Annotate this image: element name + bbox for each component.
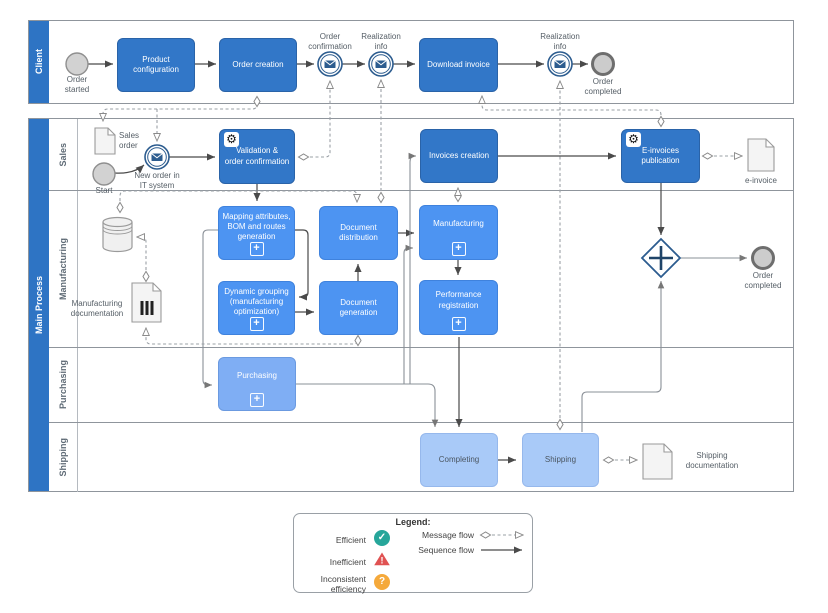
label-new-order: New order in IT system xyxy=(134,171,180,190)
lane-manufacturing-label: Manufacturing xyxy=(58,238,68,300)
subprocess-plus-icon: + xyxy=(249,242,264,256)
legend-title: Legend: xyxy=(395,517,431,527)
label-start: Start xyxy=(95,186,113,195)
legend: Legend: Efficient ✓ Inefficient ! Incons… xyxy=(293,513,533,595)
gear-icon: ⚙ xyxy=(224,132,239,147)
task-product-configuration[interactable]: Product configuration xyxy=(117,38,195,92)
task-completing[interactable]: Completing xyxy=(420,433,498,487)
label-order-started: Order started xyxy=(64,75,90,94)
sequence-flow-sample xyxy=(481,546,522,554)
task-e-invoices-publication[interactable]: ⚙ E-invoices publication xyxy=(621,129,700,183)
pool-main-label: Main Process xyxy=(34,275,44,335)
lane-purchasing-label: Purchasing xyxy=(58,360,68,410)
label-order-completed-client: Order completed xyxy=(584,77,622,96)
task-document-generation[interactable]: Document generation xyxy=(319,281,398,335)
task-validation-order-confirmation[interactable]: ⚙ Validation & order confirmation xyxy=(219,129,295,184)
lane-shipping: Shipping xyxy=(49,423,793,492)
subprocess-plus-icon: + xyxy=(249,317,264,331)
subprocess-performance-registration[interactable]: Performance registration + xyxy=(419,280,498,335)
legend-message-flow-label: Message flow xyxy=(422,530,474,540)
task-invoices-creation[interactable]: Invoices creation xyxy=(420,129,498,183)
task-download-invoice[interactable]: Download invoice xyxy=(419,38,498,92)
lane-shipping-label: Shipping xyxy=(58,438,68,477)
lane-manufacturing: Manufacturing xyxy=(49,191,793,348)
label-shipping-documentation: Shipping documentation xyxy=(685,451,739,470)
task-shipping[interactable]: Shipping xyxy=(522,433,599,487)
label-realization-info-1: Realization info xyxy=(361,32,401,51)
legend-inconsistent-label: Inconsistent efficiency xyxy=(320,574,366,595)
task-order-creation[interactable]: Order creation xyxy=(219,38,297,92)
message-flow-sample xyxy=(478,530,528,540)
legend-inefficient-label: Inefficient xyxy=(329,557,366,567)
inconsistent-question-icon: ? xyxy=(374,574,390,590)
label-order-confirmation: Order confirmation xyxy=(308,32,352,51)
subprocess-dynamic-grouping[interactable]: Dynamic grouping (manufacturing optimiza… xyxy=(218,281,295,335)
label-manufacturing-documentation: Manufacturing documentation xyxy=(70,299,124,318)
subprocess-plus-icon: + xyxy=(451,317,466,331)
legend-sequence-flow-label: Sequence flow xyxy=(418,545,474,555)
label-order-completed-main: Order completed xyxy=(744,271,782,290)
label-realization-info-2: Realization info xyxy=(540,32,580,51)
legend-efficient-label: Efficient xyxy=(335,535,366,545)
subprocess-mapping-attributes[interactable]: Mapping attributes, BOM and routes gener… xyxy=(218,206,295,260)
subprocess-manufacturing[interactable]: Manufacturing + xyxy=(419,205,498,260)
pool-client-header: Client xyxy=(29,21,49,103)
pool-client-label: Client xyxy=(34,49,44,75)
gear-icon: ⚙ xyxy=(626,132,641,147)
pool-main-header: Main Process xyxy=(29,119,49,491)
inefficient-warning-icon: ! xyxy=(374,552,390,566)
efficient-check-icon: ✓ xyxy=(374,530,390,546)
subprocess-purchasing[interactable]: Purchasing + xyxy=(218,357,296,411)
subprocess-plus-icon: + xyxy=(250,393,264,407)
svg-text:!: ! xyxy=(381,556,384,566)
subprocess-plus-icon: + xyxy=(451,242,466,256)
lane-sales-label: Sales xyxy=(58,142,68,167)
task-document-distribution[interactable]: Document distribution xyxy=(319,206,398,260)
lane-purchasing: Purchasing xyxy=(49,348,793,423)
label-sales-order: Sales order xyxy=(119,131,140,150)
lane-sales: Sales xyxy=(49,119,793,191)
label-e-invoice: e-invoice xyxy=(744,176,777,185)
